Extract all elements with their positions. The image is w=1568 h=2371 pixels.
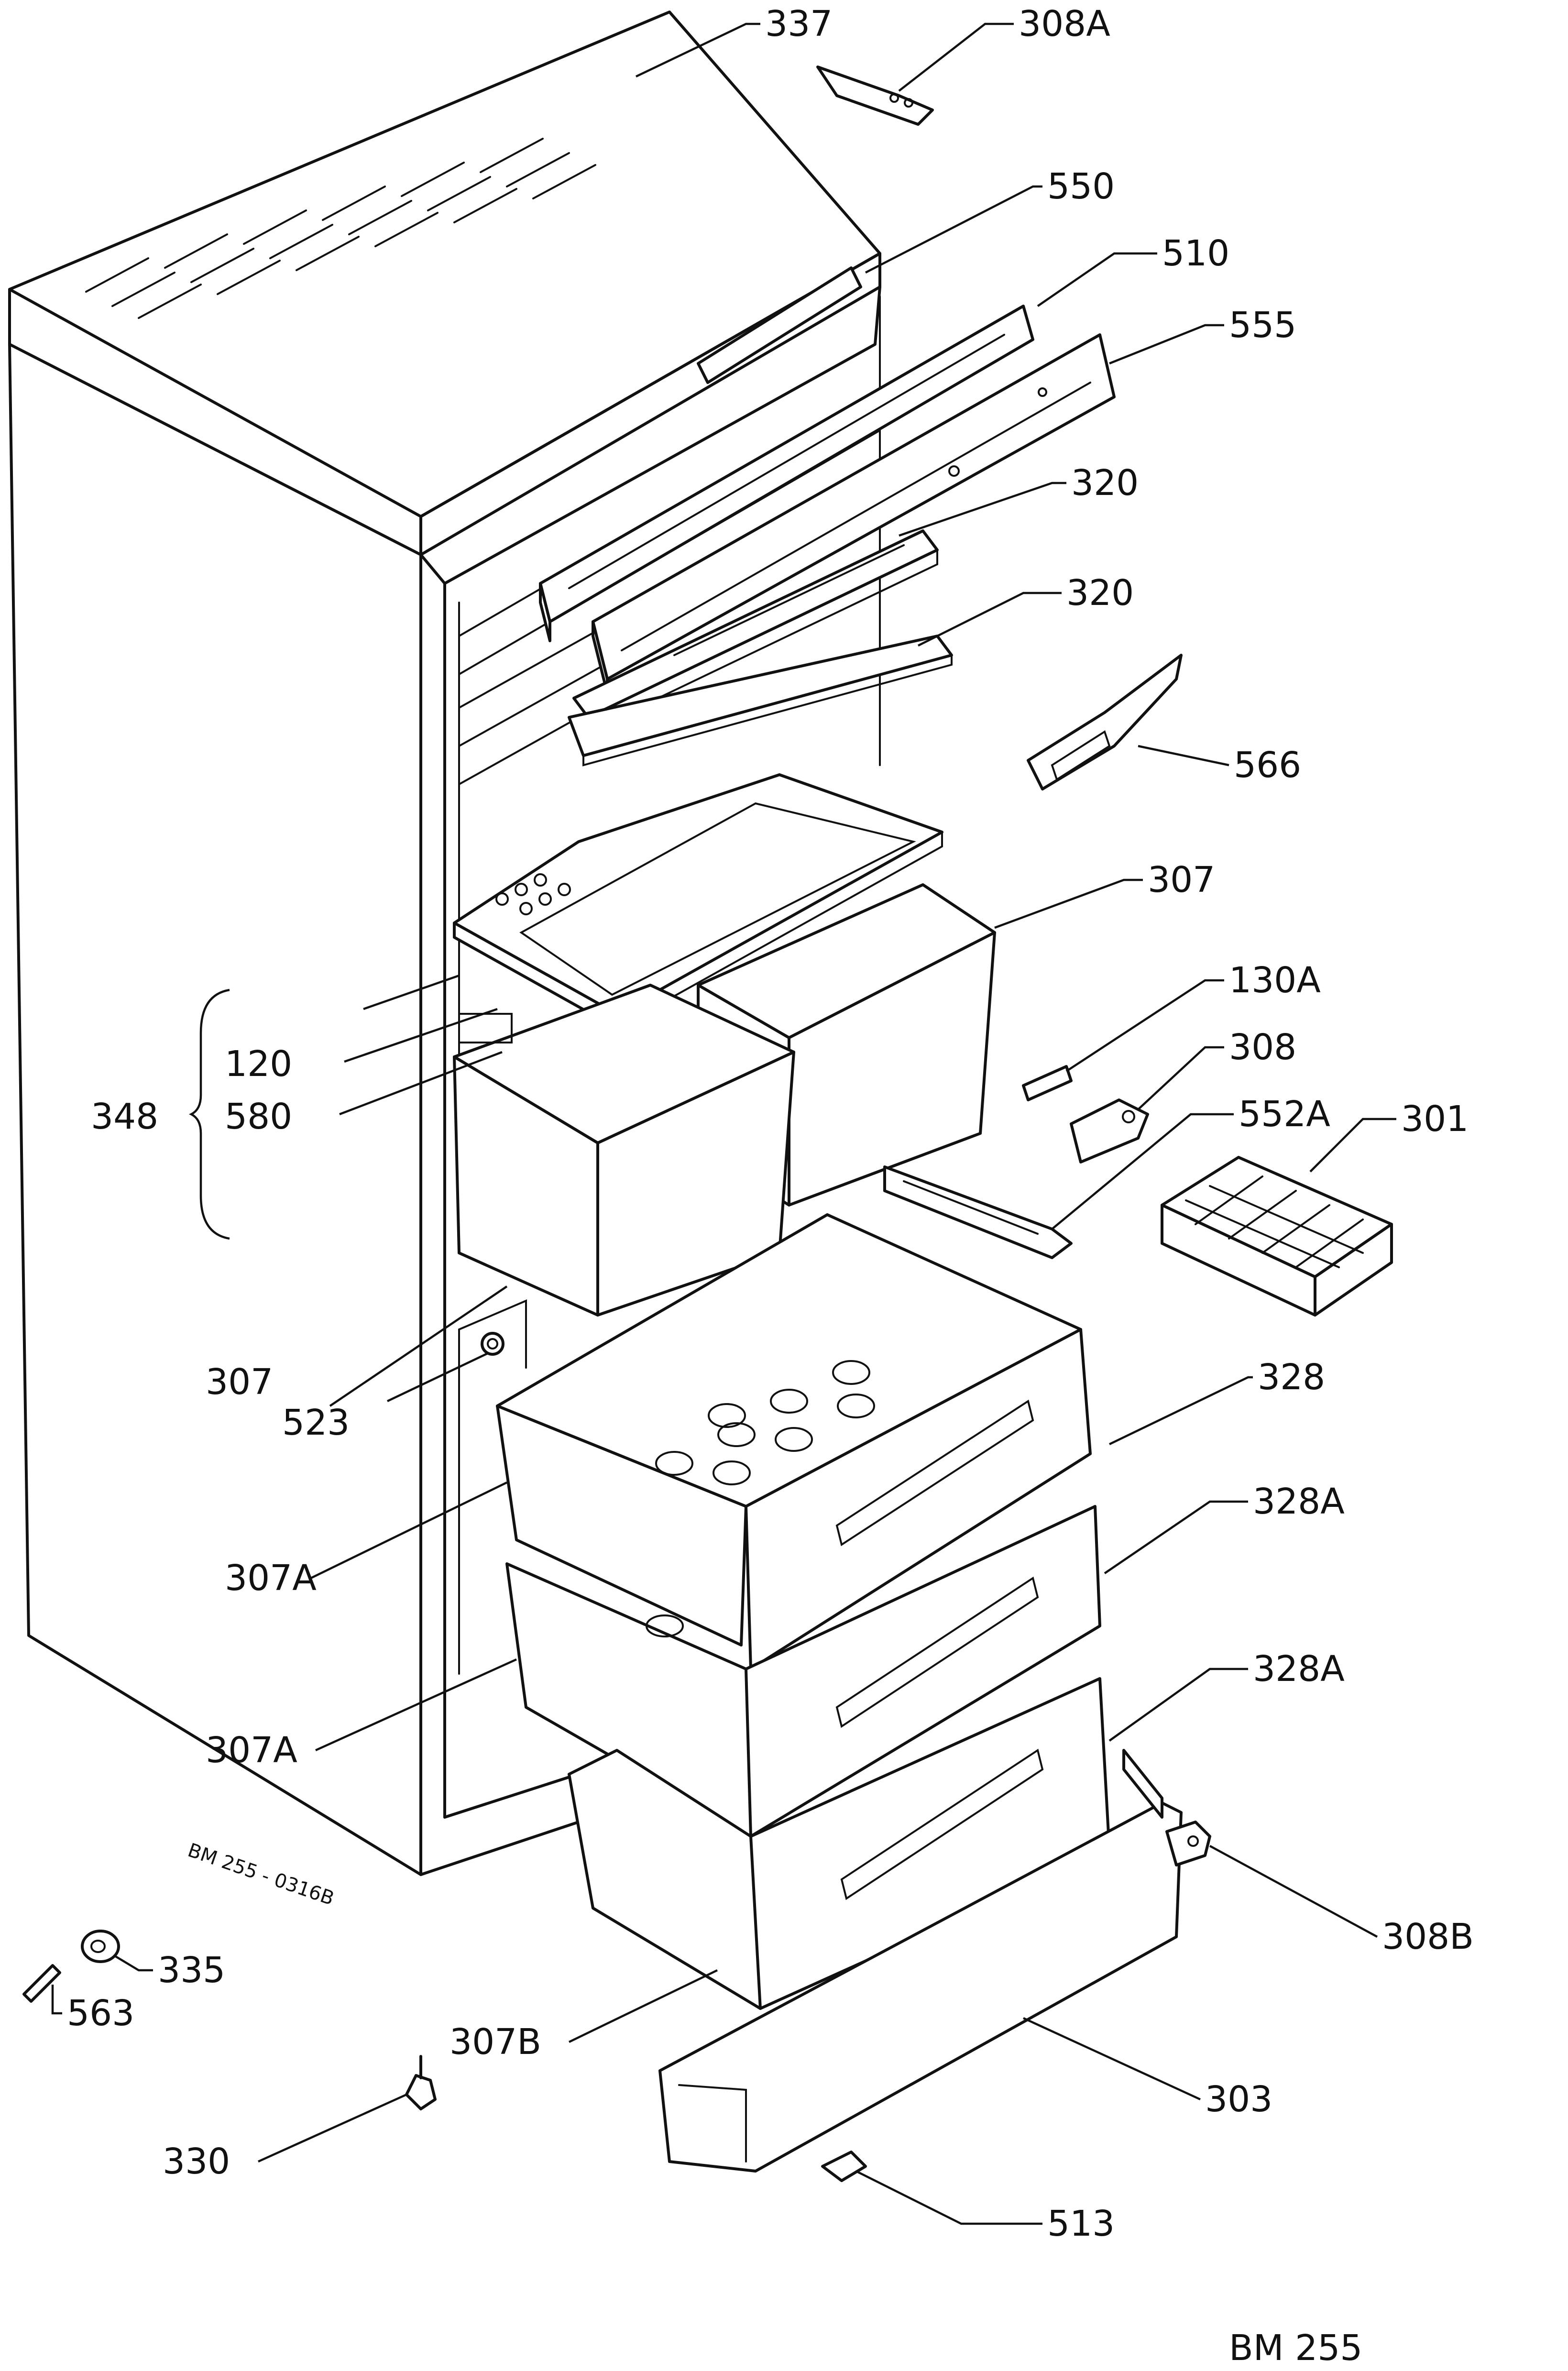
- label-348: 348: [91, 1096, 158, 1137]
- label-563: 563: [67, 1993, 134, 2034]
- label-552A: 552A: [1239, 1094, 1330, 1135]
- label-308: 308: [1229, 1027, 1296, 1068]
- label-307-upper: 307: [1148, 859, 1215, 900]
- clip-513: [821, 2151, 867, 2182]
- label-307-middle: 307: [206, 1361, 273, 1403]
- label-513: 513: [1047, 2203, 1115, 2244]
- label-307A-lower: 307A: [206, 1730, 297, 1771]
- hinge-308B: [1165, 1821, 1211, 1866]
- drawer-307B-bottom: [568, 1677, 1111, 2010]
- adjustable-foot-330: [405, 2055, 437, 2110]
- label-320-upper: 320: [1071, 462, 1139, 504]
- label-337: 337: [765, 3, 833, 44]
- label-120: 120: [225, 1043, 292, 1085]
- drawing-code: BM 255: [1229, 2327, 1362, 2369]
- scraper-566: [1027, 654, 1183, 790]
- wire-shelf-lower: [568, 635, 953, 767]
- top-vent-slots: [85, 138, 596, 319]
- label-523: 523: [282, 1402, 350, 1443]
- hinge-130A: [1022, 1065, 1073, 1101]
- kickplate-303: [658, 1749, 1183, 2173]
- pin-563: [22, 1964, 61, 2003]
- label-307B: 307B: [450, 2021, 541, 2063]
- label-555: 555: [1229, 305, 1296, 346]
- label-580: 580: [225, 1096, 292, 1137]
- label-550: 550: [1047, 166, 1115, 207]
- drawer-328: [496, 1213, 1092, 1670]
- label-308B: 308B: [1382, 1916, 1474, 1957]
- label-307A-upper: 307A: [225, 1558, 317, 1599]
- door-seal-rails: [539, 305, 1116, 695]
- label-510: 510: [1162, 233, 1229, 274]
- cabinet-stamp: BM 255 - 0316B: [185, 1839, 337, 1910]
- hinge-308: [1070, 1098, 1149, 1164]
- label-328A-upper: 328A: [1253, 1481, 1345, 1522]
- label-308A: 308A: [1019, 3, 1110, 44]
- label-303: 303: [1205, 2079, 1272, 2120]
- glass-shelf: [453, 773, 943, 1030]
- top-hinge-308A: [816, 66, 934, 126]
- drawer-328A-middle: [505, 1505, 1101, 1838]
- basket-307-middle: [453, 984, 795, 1317]
- label-328: 328: [1258, 1357, 1325, 1398]
- label-301: 301: [1401, 1098, 1469, 1140]
- thermostat-knob-523: [481, 1332, 504, 1356]
- part-labels: 337 308A 550 510 555 320 320 566 307 130…: [67, 3, 1474, 2369]
- cabinet-body: BM 255 - 0316B: [8, 11, 881, 1910]
- bushing-335: [81, 1930, 120, 1963]
- label-130A: 130A: [1229, 960, 1321, 1001]
- label-328A-lower: 328A: [1253, 1648, 1345, 1690]
- label-566: 566: [1234, 745, 1301, 786]
- label-320-lower: 320: [1066, 572, 1134, 614]
- rail-552A: [883, 1165, 1073, 1259]
- leader-lines: [51, 22, 1396, 2225]
- label-335: 335: [158, 1950, 225, 1991]
- ice-tray-301: [1161, 1156, 1393, 1317]
- label-330: 330: [163, 2141, 230, 2182]
